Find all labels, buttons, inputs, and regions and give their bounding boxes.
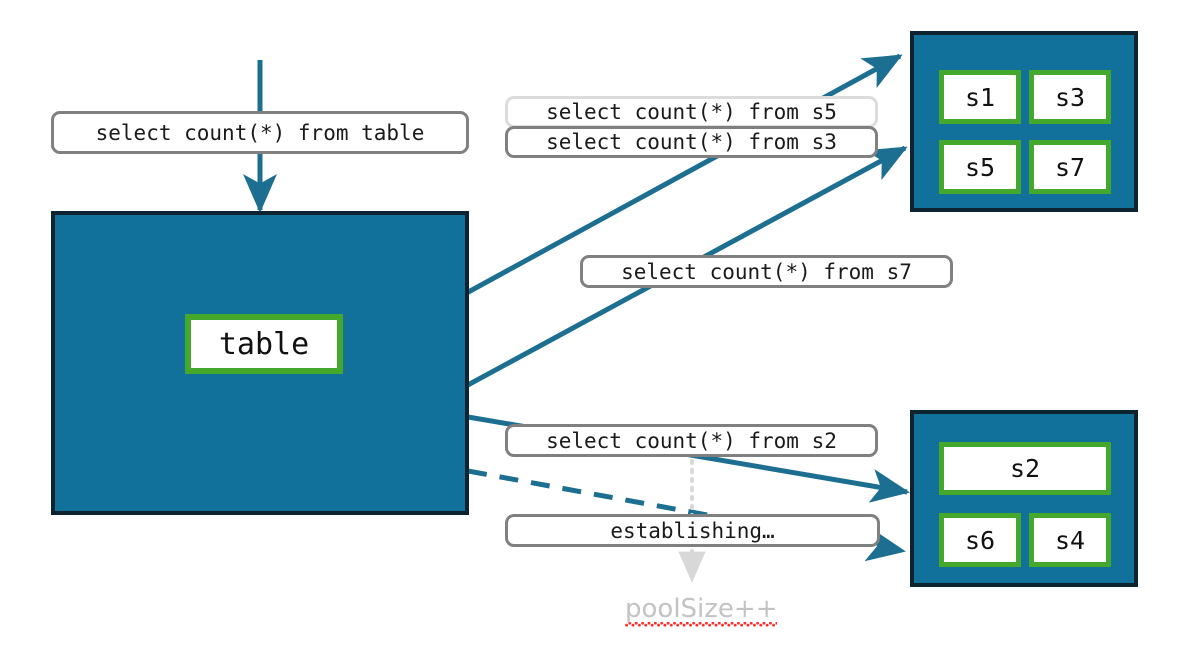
chip-query-s5[interactable]: select count(*) from s5 — [505, 96, 878, 128]
session-pool-bottom: s2 s6 s4 — [910, 410, 1138, 587]
session-node-s5[interactable]: s5 — [939, 140, 1021, 194]
chip-query-s3-label: select count(*) from s3 — [546, 130, 837, 154]
session-node-s3[interactable]: s3 — [1029, 70, 1111, 124]
chip-query-table-label: select count(*) from table — [95, 120, 425, 145]
poolsize-annotation-label: poolSize++ — [625, 594, 778, 624]
chip-query-s2[interactable]: select count(*) from s2 — [505, 424, 878, 457]
chip-establishing[interactable]: establishing… — [505, 514, 880, 547]
spellcheck-underline — [625, 622, 778, 627]
session-node-s6-label: s6 — [964, 525, 996, 555]
session-node-s2[interactable]: s2 — [939, 442, 1111, 495]
table-pool: table — [51, 211, 469, 515]
session-node-s5-label: s5 — [964, 152, 996, 182]
session-pool-top: s1 s3 s5 s7 — [910, 31, 1138, 212]
chip-query-s7-label: select count(*) from s7 — [621, 259, 912, 284]
session-node-s6[interactable]: s6 — [939, 513, 1021, 567]
session-node-s7-label: s7 — [1054, 152, 1086, 182]
session-node-s3-label: s3 — [1054, 82, 1086, 112]
table-node-label: table — [218, 326, 310, 362]
chip-query-s3[interactable]: select count(*) from s3 — [505, 126, 878, 158]
session-node-s2-label: s2 — [1009, 454, 1041, 483]
chip-query-s2-label: select count(*) from s2 — [546, 428, 837, 453]
poolsize-annotation: poolSize++ — [625, 594, 778, 627]
session-node-s7[interactable]: s7 — [1029, 140, 1111, 194]
session-node-s1-label: s1 — [964, 82, 996, 112]
chip-query-table[interactable]: select count(*) from table — [51, 111, 469, 154]
table-node[interactable]: table — [185, 314, 343, 374]
chip-query-s5-label: select count(*) from s5 — [546, 100, 837, 124]
session-node-s1[interactable]: s1 — [939, 70, 1021, 124]
chip-query-s7[interactable]: select count(*) from s7 — [580, 255, 953, 288]
session-node-s4[interactable]: s4 — [1029, 513, 1111, 567]
chip-establishing-label: establishing… — [610, 518, 775, 543]
session-node-s4-label: s4 — [1054, 525, 1086, 555]
